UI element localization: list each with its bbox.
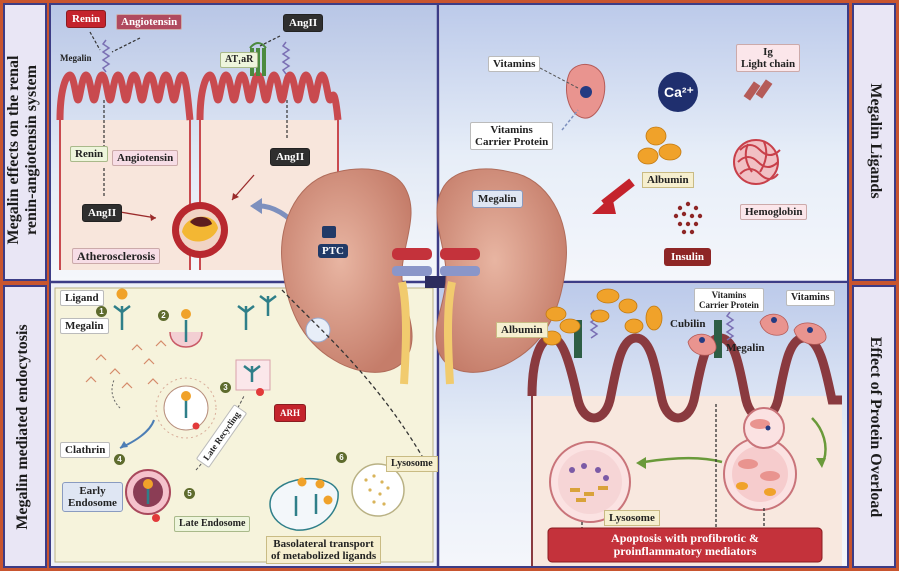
endocytosis-megalin [113, 295, 277, 330]
ligand-particle [116, 288, 128, 300]
side-title-overload: Effect of Protein Overload [867, 336, 884, 518]
label-basolateral-line1: Basolateral transport [273, 538, 374, 550]
label-angiotensin-top: Angiotensin [116, 14, 183, 30]
label-vitamins-carrier-line1: Vitamins [490, 124, 533, 136]
label-megalin-endocytosis: Megalin [60, 318, 109, 334]
label-renin-top: Renin [66, 10, 107, 28]
label-angiotensin-mid: Angiotensin [112, 150, 179, 166]
step-2: 2 [158, 310, 169, 321]
label-renin-mid: Renin [70, 146, 109, 162]
insulin-dots [673, 201, 703, 235]
step-4: 4 [114, 454, 125, 465]
atherosclerosis-vessel [172, 202, 228, 258]
overload-vesicle-right [723, 437, 797, 511]
calcium-ion [658, 72, 698, 112]
overload-vitamin-carriers [687, 313, 827, 356]
vitamin-carrier-protein [566, 64, 606, 119]
label-megalin-ras: Megalin [60, 53, 92, 63]
side-bar-top-left [3, 3, 47, 281]
side-bar-bottom-left [3, 285, 47, 568]
side-title-ras: Megalin effects on the renal renin-angio… [5, 15, 41, 285]
ptc-marker [322, 226, 336, 238]
ras-arrows [89, 31, 288, 198]
hemoglobin [733, 139, 781, 185]
label-early-line2: Endosome [68, 497, 117, 509]
overload-albumin [542, 288, 663, 346]
label-apoptosis-line1: Apoptosis with profibrotic & [611, 531, 759, 545]
label-atherosclerosis: Atherosclerosis [72, 248, 161, 264]
apoptosis-bar [547, 527, 823, 563]
label-angii-left: AngII [82, 204, 123, 222]
label-albumin: Albumin [642, 172, 694, 188]
step-5: 5 [184, 488, 195, 499]
label-ligand: Ligand [60, 290, 104, 306]
renal-vessels [392, 248, 480, 385]
kidney-right-half [435, 168, 567, 373]
label-basolateral: Basolateral transport of metabolized lig… [266, 536, 382, 564]
arh-vesicle [235, 359, 271, 391]
overload-lysosome [549, 441, 631, 523]
label-vitamins-carrier-overload: Vitamins Carrier Protein [694, 288, 764, 312]
arrow-angii-athero [119, 211, 157, 219]
label-cubilin: Cubilin [670, 318, 706, 330]
label-arh: ARH [274, 404, 306, 422]
early-endosome [125, 469, 171, 522]
label-lysosome-overload: Lysosome [604, 510, 660, 526]
clathrin-fragments [85, 340, 167, 389]
megalin-receptor-ras [101, 39, 111, 73]
step-1: 1 [96, 306, 107, 317]
label-angii-top: AngII [283, 14, 324, 32]
label-insulin: Insulin [664, 248, 712, 266]
zoom-line [281, 289, 431, 471]
step-3: 3 [220, 382, 231, 393]
label-lysosome-endocytosis: Lysosome [386, 456, 438, 472]
label-apoptosis-line2: proinflammatory mediators [613, 544, 757, 558]
label-ptc: PTC [318, 244, 348, 258]
side-bar-top-right [852, 3, 896, 281]
label-vitamins-carrier-line2: Carrier Protein [475, 136, 549, 148]
label-early-line1: Early [79, 485, 106, 497]
albumin-blob [637, 126, 682, 165]
side-title-ligands: Megalin Ligands [867, 83, 884, 199]
megalin-receptor-ras-2 [281, 41, 291, 75]
overload-vesicle-top [743, 407, 785, 449]
label-late-endosome: Late Endosome [174, 516, 251, 532]
lysosome-endocytosis [351, 463, 405, 517]
clathrin-vesicle [155, 377, 217, 439]
label-ig-line2: Light chain [741, 58, 796, 70]
label-angii-mid: AngII [270, 148, 311, 166]
ig-light-chain [743, 79, 773, 101]
label-vitamins-carrier: Vitamins Carrier Protein [470, 122, 554, 150]
label-megalin-ligands: Megalin [472, 190, 523, 208]
label-apoptosis: Apoptosis with profibrotic & proinflamma… [548, 532, 822, 558]
label-hemoglobin: Hemoglobin [740, 204, 808, 220]
label-vc-overload-line2: Carrier Protein [699, 300, 759, 310]
label-albumin-overload: Albumin [496, 322, 548, 338]
step-6: 6 [336, 452, 347, 463]
label-at1ar: AT₁aR [220, 52, 259, 68]
label-vc-overload-line1: Vitamins [711, 290, 747, 300]
side-title-ras-line2: renin-angiotensin system [23, 65, 40, 235]
green-arrow-2 [811, 417, 827, 461]
label-vitamins: Vitamins [488, 56, 541, 72]
late-endosome [269, 477, 339, 531]
label-clathrin: Clathrin [60, 442, 111, 458]
side-title-ras-line1: Megalin effects on the renal [5, 55, 22, 245]
label-vitamins-overload: Vitamins [786, 290, 835, 306]
label-ig-light-chain: Ig Light chain [736, 44, 801, 72]
label-calcium: Ca²⁺ [664, 84, 694, 100]
label-early-endosome: Early Endosome [62, 482, 123, 512]
label-ig-line1: Ig [763, 46, 773, 58]
side-title-endocytosis: Megalin mediated endocytosis [14, 324, 31, 530]
label-megalin-overload: Megalin [726, 342, 765, 354]
side-bar-bottom-right [852, 285, 896, 568]
label-basolateral-line2: of metabolized ligands [271, 550, 377, 562]
